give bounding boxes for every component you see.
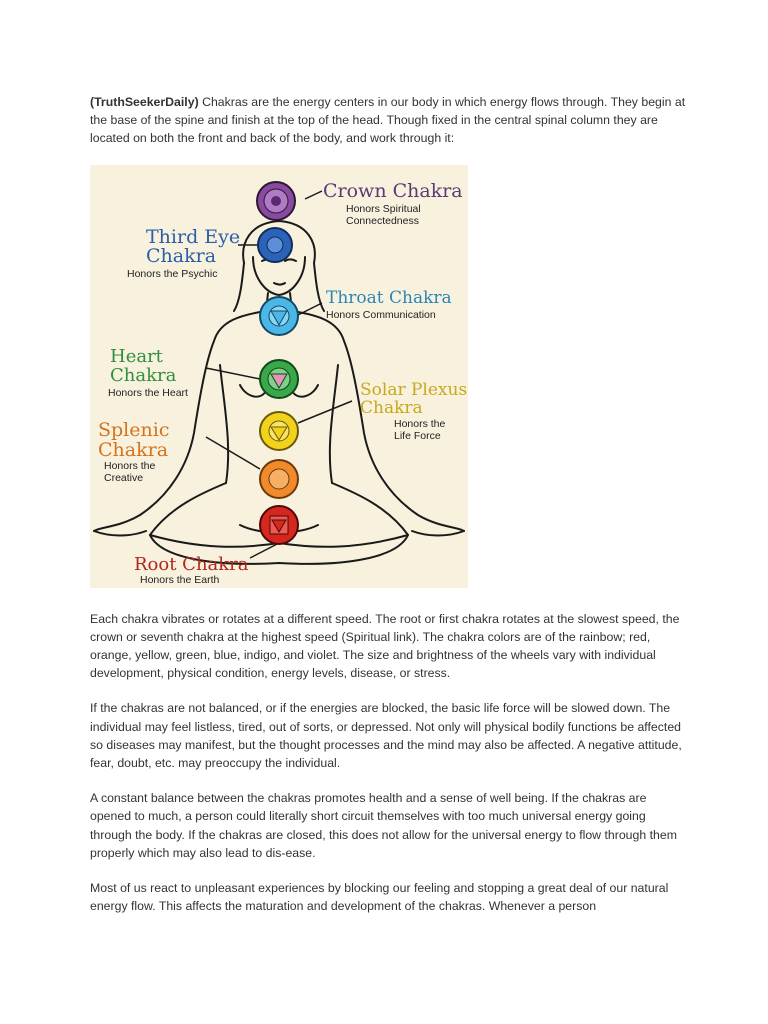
crown-title: Crown Chakra [323, 180, 463, 202]
root-title: Root Chakra [134, 554, 249, 575]
solar-plexus-subtitle-1: Honors the [394, 418, 446, 430]
paragraph-imbalance: If the chakras are not balanced, or if t… [90, 701, 682, 771]
source-brand: (TruthSeekerDaily) [90, 95, 199, 109]
label-solar-plexus: Solar Plexus Chakra Honors the Life Forc… [360, 380, 467, 442]
paragraph-blocking: Most of us react to unpleasant experienc… [90, 881, 669, 914]
heart-title-1: Heart [110, 346, 164, 367]
label-root: Root Chakra Honors the Earth [134, 554, 249, 586]
label-third-eye: Third Eye Chakra Honors the Psychic [127, 226, 240, 280]
crown-subtitle-1: Honors Spiritual [346, 203, 421, 215]
paragraph-balance: A constant balance between the chakras p… [90, 791, 677, 860]
solar-plexus-title-1: Solar Plexus [360, 380, 467, 400]
chakra-diagram: Crown Chakra Honors Spiritual Connectedn… [90, 164, 468, 588]
chakra-third-eye-wheel [257, 226, 293, 263]
label-heart: Heart Chakra Honors the Heart [108, 346, 188, 399]
paragraph-speeds: Each chakra vibrates or rotates at a dif… [90, 611, 680, 681]
label-splenic: Splenic Chakra Honors the Creative [98, 419, 169, 484]
label-crown: Crown Chakra Honors Spiritual Connectedn… [323, 180, 463, 227]
chakra-throat-wheel [259, 295, 299, 336]
label-throat: Throat Chakra Honors Communication [326, 288, 452, 321]
splenic-subtitle-1: Honors the [104, 460, 156, 472]
intro-text: Chakras are the energy centers in our bo… [90, 95, 686, 146]
crown-subtitle-2: Connectedness [346, 215, 419, 227]
heart-subtitle: Honors the Heart [108, 387, 188, 399]
root-subtitle: Honors the Earth [140, 574, 220, 586]
third-eye-title-2: Chakra [146, 245, 216, 267]
throat-title: Throat Chakra [326, 288, 452, 308]
third-eye-subtitle: Honors the Psychic [127, 268, 217, 280]
chakra-heart-wheel [259, 358, 299, 399]
chakra-splenic-wheel [259, 458, 299, 499]
leader-lines [205, 189, 353, 559]
splenic-title-1: Splenic [98, 419, 169, 441]
third-eye-title-1: Third Eye [146, 226, 240, 248]
chakra-crown-wheel [256, 180, 296, 221]
splenic-title-2: Chakra [98, 439, 168, 461]
heart-title-2: Chakra [110, 365, 177, 386]
chakra-root-wheel [259, 504, 299, 545]
document-page: (TruthSeekerDaily) Chakras are the energ… [90, 93, 690, 932]
chakra-solar-plexus-wheel [259, 410, 299, 451]
solar-plexus-subtitle-2: Life Force [394, 430, 441, 442]
throat-subtitle: Honors Communication [326, 309, 436, 321]
solar-plexus-title-2: Chakra [360, 398, 423, 418]
splenic-subtitle-2: Creative [104, 472, 143, 484]
intro-paragraph: (TruthSeekerDaily) Chakras are the energ… [90, 93, 690, 148]
